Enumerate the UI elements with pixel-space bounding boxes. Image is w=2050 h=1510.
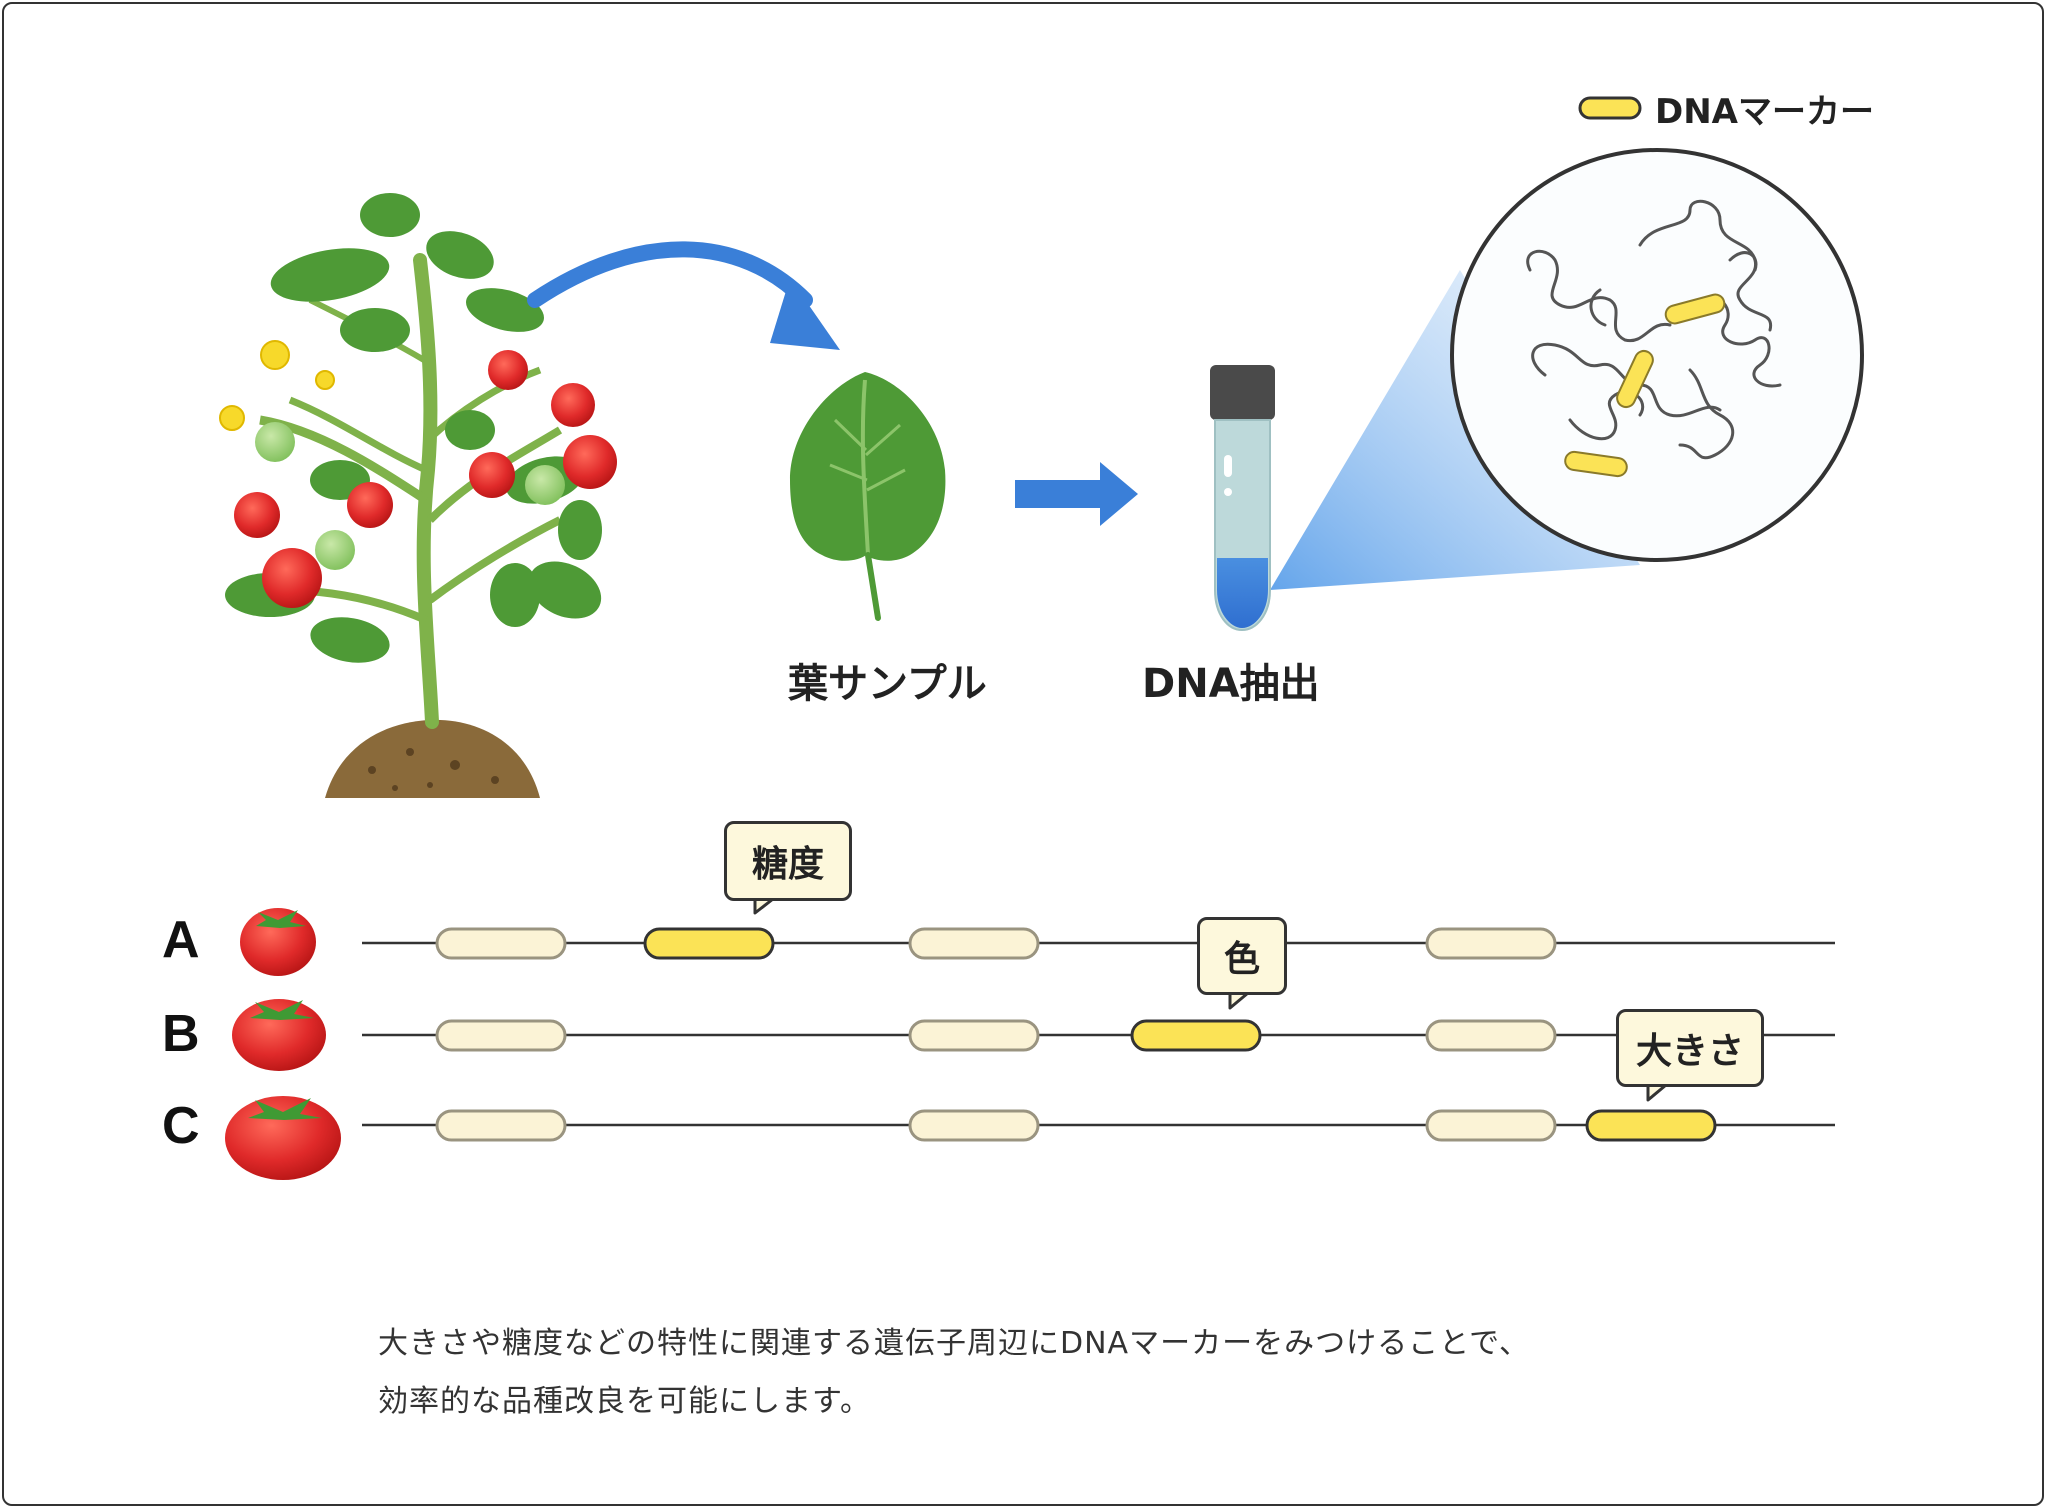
caption-line-2: 効率的な品種改良を可能にします。 [378, 1384, 871, 1419]
right-arrow-icon [1015, 462, 1138, 526]
legend-label: DNAマーカー [1655, 92, 1874, 132]
row-label-a: A [162, 911, 200, 969]
tomato-icons [225, 908, 341, 1180]
tomato-plant-icon [219, 193, 617, 798]
row-label-c: C [162, 1097, 200, 1155]
step-label-leaf-sample: 葉サンプル [788, 661, 987, 707]
legend-marker-icon [1578, 96, 1642, 120]
caption-line-1: 大きさや糖度などの特性に関連する遺伝子周辺にDNAマーカーをみつけることで、 [378, 1326, 1530, 1361]
dna-magnifier [1450, 148, 1864, 562]
leaf-sample-icon [790, 372, 946, 621]
trait-bubble-sugar: 糖度 [724, 821, 852, 901]
step-label-dna-extraction: DNA抽出 [1142, 661, 1320, 707]
trait-bubble-size: 大きさ [1616, 1009, 1764, 1087]
bubble-tails [753, 897, 1667, 1102]
trait-bubble-color: 色 [1197, 917, 1287, 995]
row-label-b: B [162, 1005, 200, 1063]
marker-rows [362, 927, 1835, 1142]
test-tube-icon [1210, 365, 1275, 632]
curved-arrow-icon [527, 241, 840, 350]
